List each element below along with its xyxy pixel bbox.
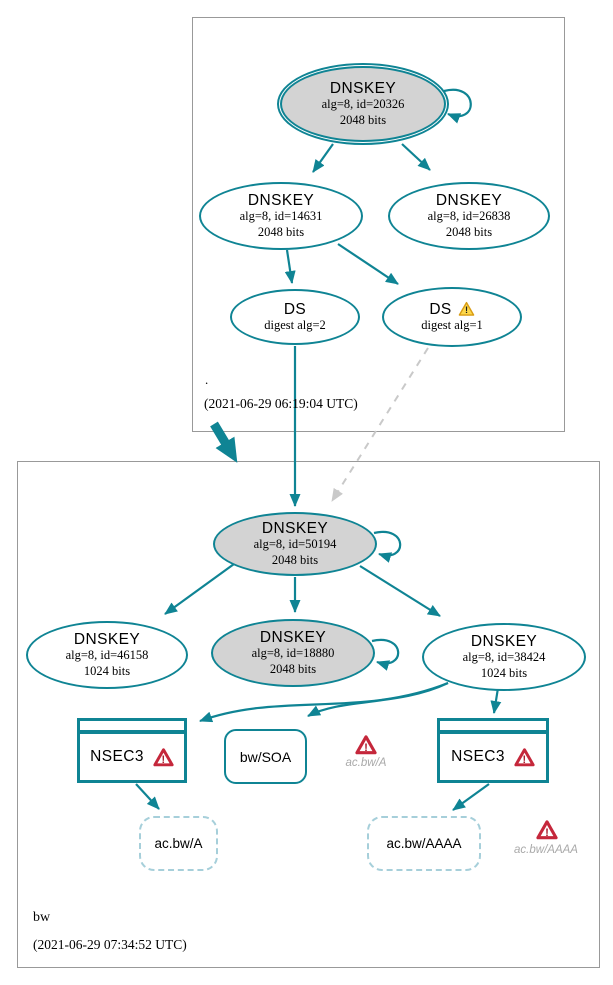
bw-zone-timestamp: (2021-06-29 07:34:52 UTC): [33, 937, 187, 952]
node-ds-digest2[interactable]: DS digest alg=2: [230, 289, 360, 345]
root-zone-timestamp: (2021-06-29 06:19:04 UTC): [204, 396, 358, 411]
edge-dnskey38424-nsec3left: [199, 681, 449, 723]
edge-dnskey38424-nsec3right: [490, 687, 502, 714]
edge-dnskey20326-selfloop: [443, 88, 472, 124]
node-dnskey-26838[interactable]: DNSKEY alg=8, id=26838 2048 bits: [388, 182, 550, 250]
node-title: NSEC3: [90, 748, 144, 765]
nsec3-record-band: [80, 721, 184, 734]
node-detail: 1024 bits: [83, 663, 131, 678]
edge-dnskey14631-ds2: [284, 249, 296, 284]
node-dnskey-20326[interactable]: DNSKEY alg=8, id=20326 2048 bits: [277, 63, 449, 145]
root-zone-name: .: [205, 372, 209, 387]
node-label: ac.bw/A: [154, 836, 203, 851]
edge-dnskey18880-selfloop: [371, 638, 400, 671]
node-detail: alg=8, id=50194: [253, 537, 337, 552]
edge-dnskey20326-dnskey14631: [312, 143, 334, 173]
node-detail: 2048 bits: [445, 224, 493, 239]
node-title: NSEC3: [451, 748, 505, 765]
node-title: DNSKEY: [470, 633, 538, 651]
edge-dnskey38424-bwsoa: [307, 682, 449, 717]
node-title: DNSKEY: [73, 631, 141, 649]
node-detail: 2048 bits: [269, 661, 317, 676]
node-title: DS: [429, 300, 452, 318]
svg-text:!: !: [161, 754, 165, 766]
node-title: DS: [283, 300, 307, 318]
node-title: DNSKEY: [247, 192, 315, 210]
node-detail: alg=8, id=38424: [462, 650, 546, 665]
node-title: DNSKEY: [329, 80, 397, 98]
edge-rootzone-to-bwzone: [210, 421, 238, 463]
node-bw-soa[interactable]: bw/SOA: [224, 729, 307, 784]
node-dnskey-18880[interactable]: DNSKEY alg=8, id=18880 2048 bits: [211, 619, 375, 687]
edge-dnskey20326-dnskey26838: [401, 143, 431, 171]
edge-dnskey50194-dnskey38424: [359, 565, 441, 617]
node-ds-digest1[interactable]: DS ! digest alg=1: [382, 287, 522, 347]
node-detail: digest alg=1: [421, 317, 483, 332]
node-dnskey-20326-inner: DNSKEY alg=8, id=20326 2048 bits: [280, 66, 446, 142]
node-detail: digest alg=2: [264, 317, 326, 332]
node-detail: alg=8, id=14631: [239, 209, 323, 224]
node-ac-bw-aaaa[interactable]: ac.bw/AAAA: [367, 816, 481, 871]
error-triangle-icon: !: [153, 747, 174, 767]
svg-text:!: !: [522, 754, 526, 766]
node-detail: alg=8, id=26838: [427, 209, 511, 224]
svg-text:!: !: [465, 306, 468, 316]
svg-text:!: !: [545, 827, 549, 839]
node-label: bw/SOA: [239, 748, 292, 765]
node-detail: 2048 bits: [271, 552, 319, 567]
node-detail: alg=8, id=46158: [65, 648, 149, 663]
node-title: DNSKEY: [259, 629, 327, 647]
node-dnskey-14631[interactable]: DNSKEY alg=8, id=14631 2048 bits: [199, 182, 363, 250]
edge-nsec3left-acbwa: [135, 783, 160, 810]
error-target-label: ac.bw/AAAA: [514, 844, 578, 856]
error-triangle-icon: !: [355, 735, 377, 755]
node-detail: alg=8, id=20326: [321, 97, 405, 112]
node-ac-bw-a[interactable]: ac.bw/A: [139, 816, 218, 871]
node-dnskey-38424[interactable]: DNSKEY alg=8, id=38424 1024 bits: [422, 623, 586, 691]
nsec3-record-band: [440, 721, 546, 734]
edge-nsec3right-acbwaaaa: [452, 783, 490, 811]
edge-dnskey50194-dnskey46158: [164, 563, 235, 615]
node-detail: 2048 bits: [257, 224, 305, 239]
edge-dnskey14631-ds1: [337, 243, 399, 285]
error-triangle-icon: !: [514, 747, 535, 767]
node-label: ac.bw/AAAA: [386, 836, 462, 851]
node-dnskey-46158[interactable]: DNSKEY alg=8, id=46158 1024 bits: [26, 621, 188, 689]
bw-zone-name: bw: [33, 910, 51, 925]
node-nsec3-right[interactable]: NSEC3 !: [437, 718, 549, 783]
node-detail: 2048 bits: [339, 112, 387, 127]
edge-dnskey50194-selfloop: [373, 530, 402, 563]
node-dnskey-50194[interactable]: DNSKEY alg=8, id=50194 2048 bits: [213, 512, 377, 576]
node-detail: 1024 bits: [480, 665, 528, 680]
node-detail: alg=8, id=18880: [251, 646, 335, 661]
node-title: DNSKEY: [435, 192, 503, 210]
edge-ds1-dnskey50194-dashed: [331, 347, 429, 502]
warning-triangle-icon: !: [458, 301, 475, 317]
error-triangle-icon: !: [536, 820, 558, 840]
node-nsec3-left[interactable]: NSEC3 !: [77, 718, 187, 783]
svg-text:!: !: [364, 742, 368, 754]
node-title: DNSKEY: [261, 520, 329, 538]
error-target-label: ac.bw/A: [345, 757, 387, 769]
